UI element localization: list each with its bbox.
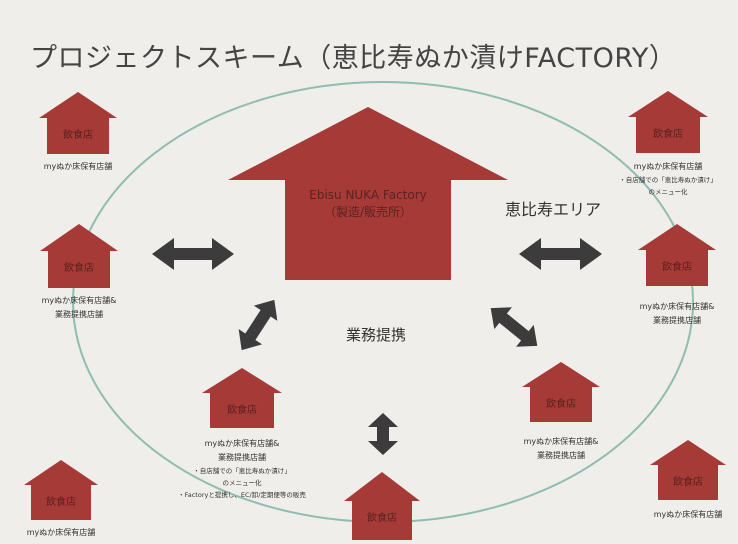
caption-line: 業務提携店舗 [54,310,103,319]
house-icon [24,460,98,520]
restaurant-house: 飲食店 [628,91,708,153]
house-label: 飲食店 [64,263,94,274]
caption-line: myぬか床保有店舗& [204,439,280,448]
caption-line: 業務提携店舗 [652,316,701,325]
factory-house: Ebisu NUKA Factory （製造/販売所） [228,107,508,280]
house-label: 飲食店 [46,497,76,508]
house-label: 飲食店 [653,129,683,140]
page-title: プロジェクトスキーム（恵比寿ぬか漬けFACTORY） [30,43,677,74]
house-label: 飲食店 [673,477,703,488]
double-arrow-left [152,238,234,270]
house-icon [228,107,508,280]
house-caption: myぬか床保有店舗 [27,526,96,540]
caption-line: myぬか床保有店舗 [653,510,723,519]
caption-note: のメニュー化 [222,479,262,487]
house-label: 飲食店 [63,130,93,141]
double-arrow-vertical [368,413,398,455]
house-icon [40,224,118,288]
double-arrow-right [519,238,602,270]
restaurant-house: 飲食店 [344,472,420,540]
restaurant-house: 飲食店 [39,92,117,154]
restaurant-house: 飲食店 [40,224,118,288]
house-label: 飲食店 [367,513,397,524]
house-icon [650,440,726,500]
house-caption: myぬか床保有店舗 [44,160,113,174]
house-caption: myぬか床保有店舗&業務提携店舗 [524,435,599,463]
restaurant-house: 飲食店 [650,440,726,500]
house-caption: myぬか床保有店舗&業務提携店舗 [42,294,117,322]
house-icon [202,368,282,428]
house-icon [39,92,117,154]
double-arrow-diagonal-left [238,299,278,351]
caption-note: ・自店舗での「恵比寿ぬか漬け」 [193,467,291,475]
caption-line: myぬか床保有店舗 [633,162,703,171]
house-caption: myぬか床保有店舗&業務提携店舗・自店舗での「恵比寿ぬか漬け」のメニュー化・Fa… [178,437,306,501]
caption-line: myぬか床保有店舗 [43,162,113,171]
caption-note: のメニュー化 [648,188,688,196]
house-label: 飲食店 [662,262,692,273]
house-icon [344,472,420,540]
caption-note: ・自店舗での「恵比寿ぬか漬け」 [619,176,717,184]
restaurant-house: 飲食店 [202,368,282,428]
partnership-label: 業務提携 [346,326,407,344]
house-icon [522,362,600,422]
house-icon [628,91,708,153]
restaurant-house: 飲食店 [522,362,600,422]
restaurant-house: 飲食店 [24,460,98,520]
factory-name: Ebisu NUKA Factory [309,188,427,202]
area-label: 恵比寿エリア [505,200,602,219]
caption-line: myぬか床保有店舗& [41,296,117,305]
double-arrow-diagonal-right [490,307,538,347]
caption-line: 業務提携店舗 [218,453,266,462]
caption-line: myぬか床保有店舗 [26,528,96,537]
house-caption: myぬか床保有店舗・自店舗での「恵比寿ぬか漬け」のメニュー化 [619,160,717,198]
caption-note: ・Factoryと提携し、EC/卸/定期便等の販売 [178,491,306,499]
factory-sub: （製造/販売所） [323,205,413,219]
house-icon [638,224,716,286]
caption-line: myぬか床保有店舗& [523,437,599,446]
house-label: 飲食店 [546,399,576,410]
caption-line: 業務提携店舗 [536,451,585,460]
restaurant-house: 飲食店 [638,224,716,286]
house-caption: myぬか床保有店舗&業務提携店舗 [640,300,715,328]
house-caption: myぬか床保有店舗 [654,508,723,522]
caption-line: myぬか床保有店舗& [639,302,715,311]
house-label: 飲食店 [227,405,257,416]
